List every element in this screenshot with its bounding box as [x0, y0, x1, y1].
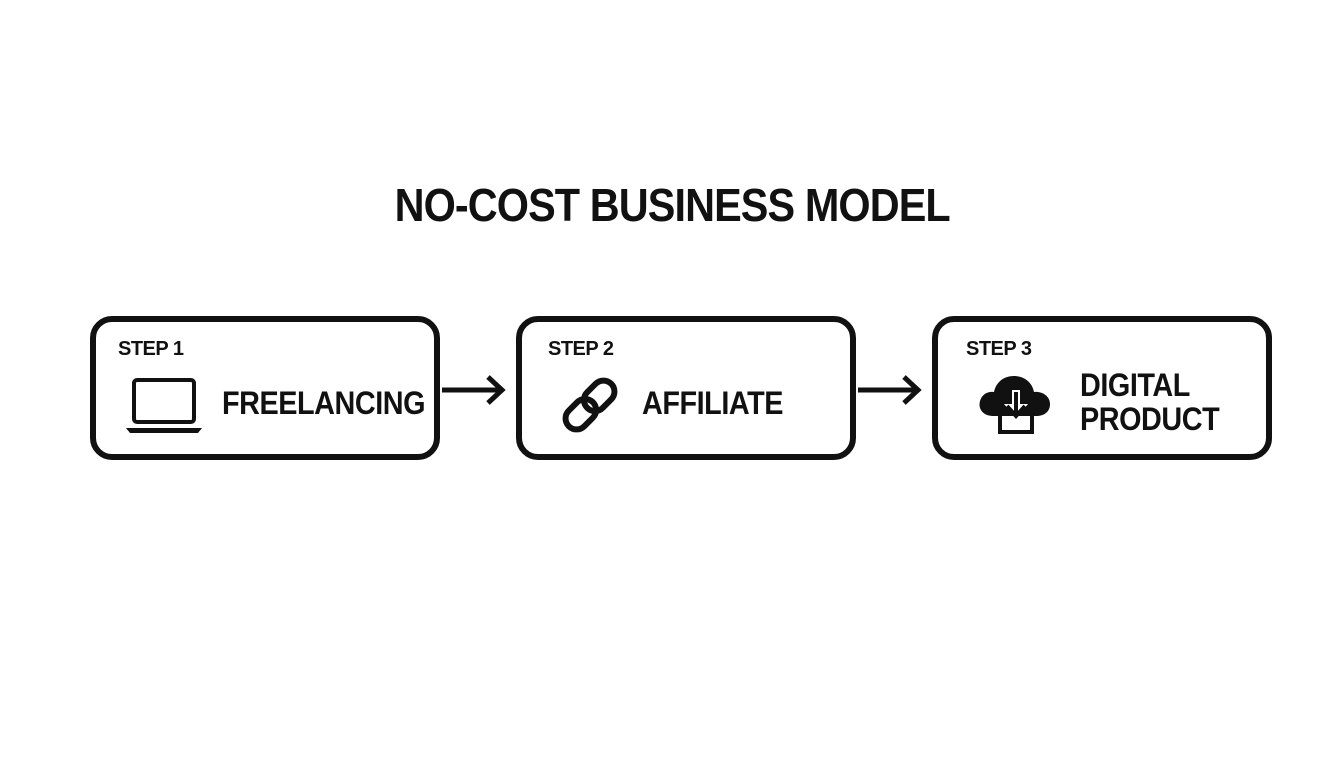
chain-link-icon	[562, 377, 618, 433]
step-3-box: STEP 3 DIGITAL PRODUCT	[932, 316, 1272, 460]
step-2-label: STEP 2	[548, 338, 614, 360]
step-3-name: DIGITAL PRODUCT	[1080, 367, 1220, 437]
diagram-title: NO-COST BUSINESS MODEL	[394, 179, 951, 231]
step-2-name: AFFILIATE	[642, 385, 783, 421]
step-3-name-line-2: PRODUCT	[1080, 401, 1220, 437]
cloud-download-icon	[979, 376, 1050, 434]
laptop-icon	[126, 378, 202, 433]
step-1-label: STEP 1	[118, 338, 184, 360]
step-1-name: FREELANCING	[222, 385, 426, 421]
step-2-box: STEP 2 AFFILIATE	[516, 316, 856, 460]
step-3-name-line-1: DIGITAL	[1080, 367, 1190, 403]
step-3-label: STEP 3	[966, 338, 1032, 360]
arrow-right-icon	[442, 375, 506, 405]
step-1-box: STEP 1 FREELANCING	[90, 316, 440, 460]
arrow-right-icon	[858, 375, 922, 405]
